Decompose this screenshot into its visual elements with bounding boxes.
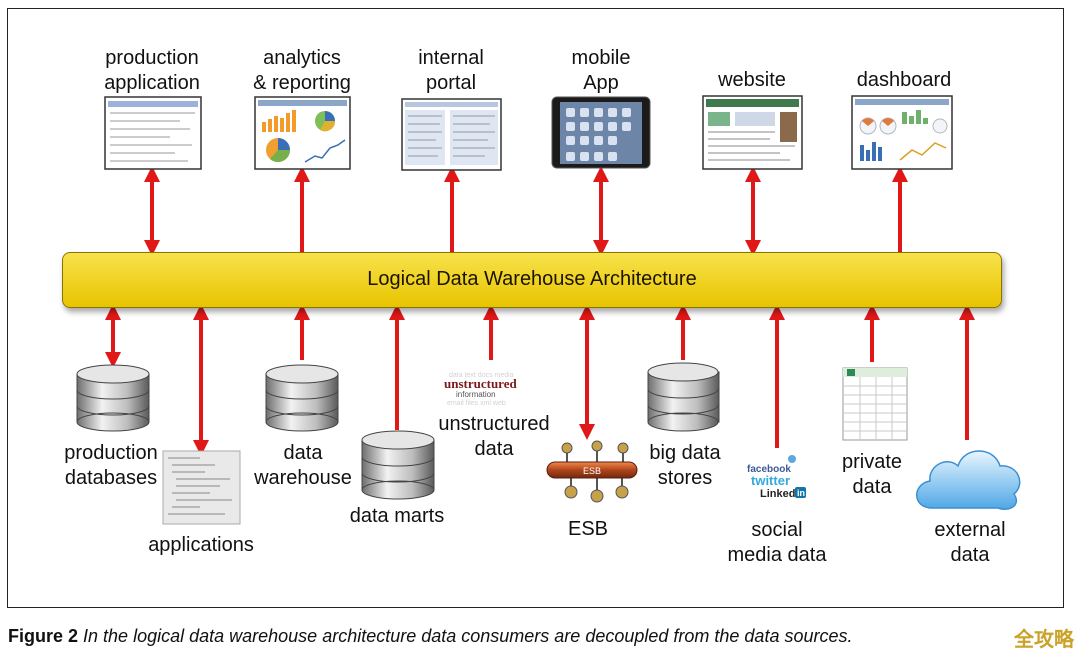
consumer-arrows [144, 166, 908, 256]
label-data-marts: data marts [349, 505, 445, 527]
label-website: website [718, 69, 786, 91]
applications-code-icon [162, 450, 241, 525]
figure-caption-text: In the logical data warehouse architectu… [83, 626, 853, 646]
svg-text:unstructured: unstructured [444, 376, 517, 391]
dashboard-screen-icon [851, 95, 953, 170]
central-bar-label: Logical Data Warehouse Architecture [367, 268, 697, 290]
internal-portal-screen-icon [401, 98, 502, 171]
website-screen-icon [702, 95, 803, 170]
svg-text:data text docs media: data text docs media [449, 372, 514, 379]
svg-text:in: in [797, 488, 805, 498]
label-analytics-reporting: analytics& reporting [253, 47, 351, 94]
label-esb: ESB [567, 518, 609, 540]
production-databases-database-icon [76, 364, 150, 432]
svg-text:twitter: twitter [751, 473, 790, 488]
label-applications: applications [148, 534, 254, 556]
big-data-stores-database-icon [647, 362, 720, 432]
source-arrows [105, 304, 975, 456]
tablet-icon [551, 96, 651, 169]
label-dashboard: dashboard [856, 69, 952, 91]
svg-text:ESB: ESB [583, 466, 601, 476]
data-warehouse-database-icon [265, 364, 339, 432]
esb-bus-icon: ESB [546, 440, 638, 503]
svg-text:information: information [456, 390, 496, 399]
svg-text:Linked: Linked [760, 488, 795, 500]
cloud-icon [916, 450, 1021, 510]
figure-caption: Figure 2 In the logical data warehouse a… [8, 626, 852, 647]
unstructured-word-cloud-icon: data text docs media unstructured inform… [444, 372, 517, 407]
data-marts-database-icon [361, 430, 435, 500]
logical-data-warehouse-bar: Logical Data Warehouse Architecture [62, 252, 1002, 308]
social-media-logos-icon: facebook twitter Linked in [747, 455, 806, 500]
svg-text:email files xml web: email files xml web [447, 400, 506, 407]
watermark: 全攻略 [1014, 629, 1074, 651]
svg-text:facebook: facebook [747, 464, 791, 475]
figure-number: Figure 2 [8, 626, 79, 646]
private-data-spreadsheet-icon [842, 367, 908, 441]
production-application-screen-icon [104, 96, 202, 170]
analytics-reporting-screen-icon [254, 96, 351, 170]
